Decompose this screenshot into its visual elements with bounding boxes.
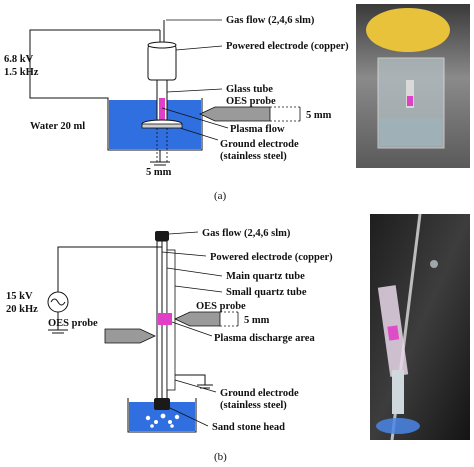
plasma-a: [159, 98, 165, 120]
oes-probe-label-a: OES probe: [226, 96, 276, 107]
photo-b-water: [376, 418, 420, 434]
ground-electrode-label-a: Ground electrode: [220, 139, 299, 150]
powered-electrode-a: [147, 44, 177, 81]
photo-a-yellow-cover: [366, 8, 450, 52]
diagram-a: Gas flow (2,4,6 slm) Powered electrode (…: [4, 4, 470, 202]
gas-flow-label-b: Gas flow (2,4,6 slm): [202, 228, 291, 239]
plasma-area-label-b: Plasma discharge area: [214, 333, 315, 344]
oes-probe-right-b: [174, 311, 221, 327]
gas-inlet-cap-b: [155, 231, 169, 241]
oes-probe-left-label-b: OES probe: [48, 318, 98, 329]
caption-b: (b): [214, 451, 227, 463]
photo-a: [356, 4, 470, 168]
photo-b: [370, 213, 470, 441]
main-quartz-label-b: Main quartz tube: [226, 271, 305, 282]
powered-electrode-label-a: Powered electrode (copper): [226, 41, 349, 52]
beaker-b: [127, 398, 197, 433]
ground-electrode-label-b: Ground electrode: [220, 388, 299, 399]
oes-probe-left-b: [104, 328, 156, 344]
powered-electrode-label-b: Powered electrode (copper): [210, 252, 333, 263]
gap-label-a: 5 mm: [146, 167, 172, 178]
oes-probe-a: [199, 106, 271, 122]
caption-a: (a): [214, 190, 227, 202]
water-label-a: Water 20 ml: [30, 121, 85, 132]
bubbles-b: [145, 413, 180, 428]
plasma-flow-label-a: Plasma flow: [230, 124, 285, 135]
voltage-label-b: 15 kV: [6, 291, 33, 302]
frequency-label-a: 1.5 kHz: [4, 67, 39, 78]
glass-tube-label-a: Glass tube: [226, 84, 273, 95]
beaker-a: [107, 98, 203, 151]
frequency-label-b: 20 kHz: [6, 304, 38, 315]
sand-stone-label-b: Sand stone head: [212, 422, 285, 433]
gas-flow-label-a: Gas flow (2,4,6 slm): [226, 15, 315, 26]
plasma-discharge-b: [158, 313, 172, 325]
ground-electrode-material-label-b: (stainless steel): [220, 400, 287, 411]
ground-electrode-material-label-a: (stainless steel): [220, 151, 287, 162]
oes-probe-right-label-b: OES probe: [196, 301, 246, 312]
diagram-b: Gas flow (2,4,6 slm) Powered electrode (…: [6, 213, 470, 463]
distance-label-b: 5 mm: [244, 315, 270, 326]
voltage-label-a: 6.8 kV: [4, 54, 34, 65]
sand-stone-head-b: [154, 398, 170, 410]
small-quartz-label-b: Small quartz tube: [226, 287, 307, 298]
distance-label-a: 5 mm: [306, 110, 332, 121]
circuit-wire-a: [29, 29, 160, 110]
